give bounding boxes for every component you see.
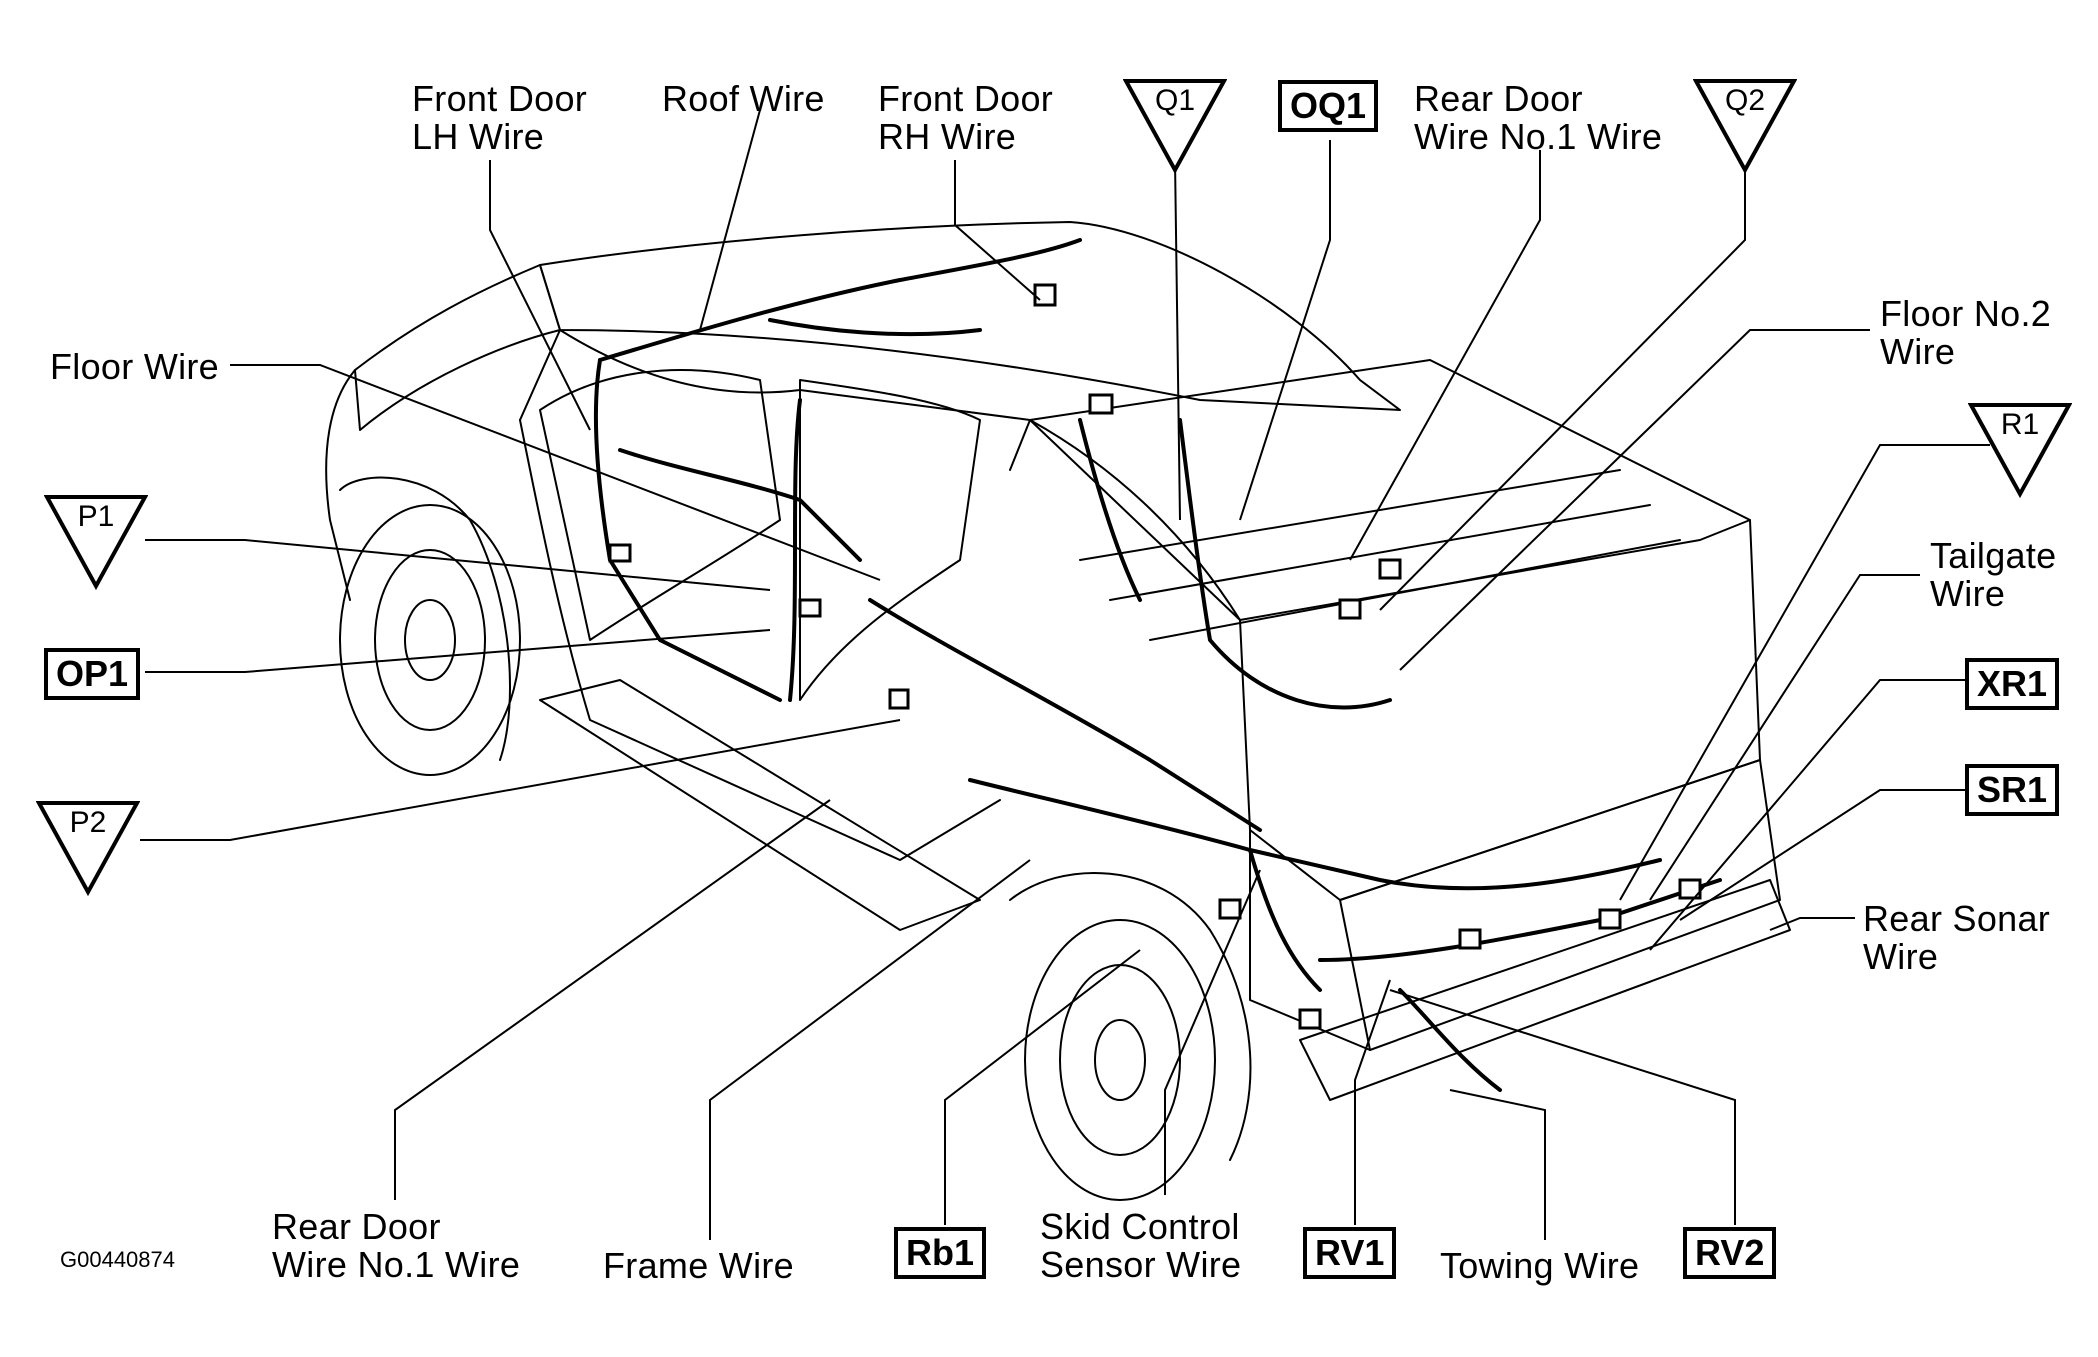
leader-p2 <box>140 719 901 841</box>
connector-rv2-box: RV2 <box>1683 1227 1777 1279</box>
leader-rear-door-top <box>1349 150 1541 561</box>
leader-frame <box>709 859 1031 1240</box>
connector-r1-triangle: R1 <box>1968 402 2072 498</box>
leader-rear-sonar <box>1769 917 1855 931</box>
leader-r1 <box>1619 444 1990 901</box>
leader-tailgate <box>1649 574 1920 901</box>
leader-rb1 <box>944 949 1141 1225</box>
connector-r1-text: R1 <box>2000 408 2040 441</box>
rear-door-opening <box>799 379 981 701</box>
connector-p2-text: P2 <box>69 806 107 839</box>
connector-op1-box: OP1 <box>44 648 141 700</box>
tailgate-outline <box>1339 759 1781 1051</box>
leader-rear-door-bottom <box>394 799 831 1200</box>
truck-bed-outline <box>1029 359 1761 901</box>
leader-roof <box>699 109 761 331</box>
leader-floor-no2 <box>1399 329 1870 671</box>
connector-p2-triangle: P2 <box>36 800 140 896</box>
rear-door-harness <box>1178 418 1392 710</box>
connector-p1-triangle: P1 <box>44 494 148 590</box>
leader-rv2 <box>1389 989 1736 1225</box>
leader-sr1 <box>1679 789 1965 921</box>
front-wheel-arch <box>339 476 511 761</box>
leader-q2 <box>1379 160 1746 611</box>
front-wheel <box>339 504 521 776</box>
step-rail <box>539 679 981 931</box>
cab-roof-outline <box>539 221 1401 411</box>
leader-p1 <box>145 539 771 591</box>
leader-towing <box>1449 1089 1546 1240</box>
rear-harness <box>1318 878 1722 962</box>
floor-harness <box>868 598 1262 832</box>
bed-floor-ribs <box>1079 469 1681 641</box>
rear-bumper-outline <box>1299 879 1791 1101</box>
connector-q2-triangle: Q2 <box>1693 78 1797 174</box>
leader-op1 <box>145 629 771 673</box>
leader-front-door-rh <box>954 160 1041 301</box>
roof-harness <box>598 238 1082 362</box>
label-floor-wire: Floor Wire <box>50 346 220 387</box>
front-door-opening <box>539 369 781 641</box>
label-roof-wire: Roof Wire <box>662 78 825 119</box>
connector-oq1-box: OQ1 <box>1278 80 1379 132</box>
connector-sr1-box: SR1 <box>1965 764 2060 816</box>
pillar-harness <box>788 398 802 702</box>
label-towing-wire: Towing Wire <box>1440 1245 1640 1286</box>
connector-q1-triangle: Q1 <box>1123 78 1227 174</box>
rear-wheel-arch <box>1009 871 1252 1161</box>
leader-rv1 <box>1354 979 1391 1225</box>
leader-q1 <box>1174 159 1181 521</box>
leader-xr1 <box>1649 679 1965 951</box>
frame-harness <box>968 778 1662 891</box>
leader-skid-control <box>1164 869 1261 1195</box>
connector-rv1-box: RV1 <box>1303 1227 1397 1279</box>
connector-q2-text: Q2 <box>1724 84 1766 117</box>
leader-front-door-lh <box>489 160 591 431</box>
leader-oq1 <box>1239 140 1331 521</box>
connector-q1-text: Q1 <box>1154 84 1196 117</box>
hood-outline <box>354 264 561 431</box>
towing-harness <box>1398 988 1502 1092</box>
figure-code: G00440874 <box>60 1247 175 1272</box>
leader-floor <box>230 364 881 581</box>
connector-rb1-box: Rb1 <box>894 1227 987 1279</box>
cab-body-side <box>519 329 1031 471</box>
connector-p1-text: P1 <box>77 500 115 533</box>
rear-wheel <box>1024 919 1216 1201</box>
connector-xr1-box: XR1 <box>1965 658 2060 710</box>
label-frame-wire: Frame Wire <box>603 1245 794 1286</box>
